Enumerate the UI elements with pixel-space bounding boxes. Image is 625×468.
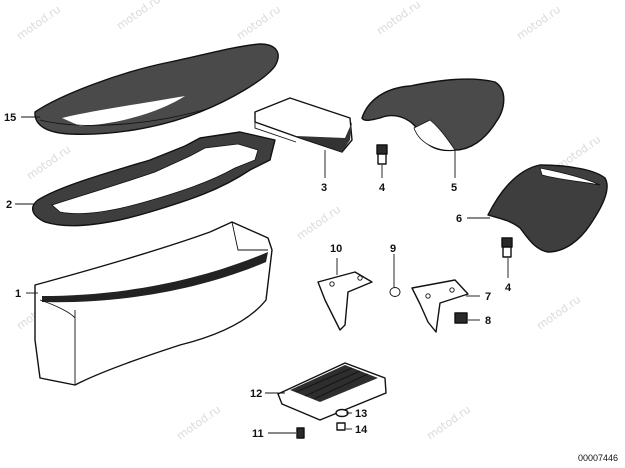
- callout-6: 6: [456, 213, 462, 225]
- part-14-nut: [336, 422, 346, 431]
- part-11-screw: [296, 427, 305, 439]
- callout-1: 1: [15, 288, 21, 300]
- callout-15: 15: [4, 112, 16, 124]
- callout-labels: 15 2 1 3 4 5 6 4 10 9 7 8 12 13 14 11: [4, 112, 512, 440]
- part-5-seat-hump: [361, 78, 505, 152]
- callout-10: 10: [330, 243, 342, 255]
- watermark: motod.ru: [294, 203, 343, 243]
- part-4-screw: [501, 237, 513, 258]
- callout-14: 14: [355, 424, 368, 436]
- part-9-ring: [389, 287, 401, 297]
- part-7-bracket: [411, 279, 469, 333]
- part-4-screw: [376, 144, 388, 165]
- watermark: motod.ru: [114, 0, 163, 32]
- callout-8: 8: [485, 315, 491, 327]
- watermark: motod.ru: [14, 3, 63, 43]
- part-10-bracket: [317, 271, 373, 331]
- part-3-cover-plate: [254, 97, 353, 153]
- watermark: motod.ru: [534, 293, 583, 333]
- callout-5: 5: [451, 182, 457, 194]
- watermark: motod.ru: [24, 143, 73, 183]
- part-6-seat-hump-small: [487, 164, 608, 253]
- callout-4: 4: [505, 282, 512, 294]
- watermark: motod.ru: [374, 0, 423, 37]
- part-12-tool-tray: [277, 362, 387, 421]
- watermark: motod.ru: [514, 3, 563, 43]
- callout-9: 9: [390, 243, 396, 255]
- leader-lines: [15, 116, 509, 434]
- document-id: 00007446: [578, 453, 618, 463]
- callout-12: 12: [250, 388, 262, 400]
- part-15-seat-cushion: [34, 43, 279, 135]
- callout-2: 2: [6, 199, 12, 211]
- callout-11: 11: [252, 428, 264, 440]
- callout-4: 4: [379, 182, 386, 194]
- callout-13: 13: [355, 408, 367, 420]
- part-1-underseat-tray: [34, 221, 273, 386]
- watermark: motod.ru: [424, 403, 473, 443]
- watermark: motod.ru: [234, 3, 283, 43]
- watermark: motod.ru: [174, 403, 223, 443]
- part-2-seat-pan: [32, 131, 276, 227]
- callout-3: 3: [321, 182, 327, 194]
- callout-7: 7: [485, 291, 491, 303]
- part-8-bolt: [454, 312, 468, 324]
